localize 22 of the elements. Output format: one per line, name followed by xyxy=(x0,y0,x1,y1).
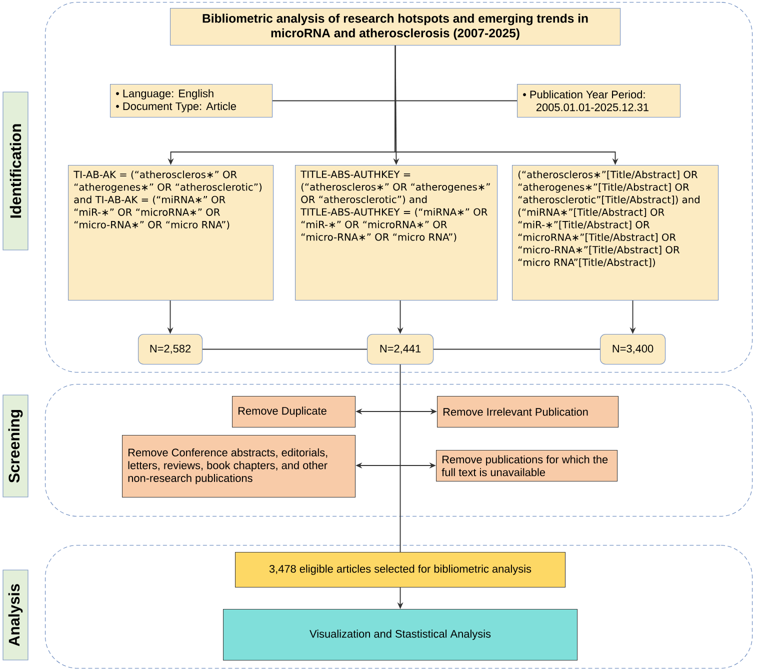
search-query-box: TITLE-ABS-AUTHKEY = (“atheroscleros∗” OR “atherogenes∗” OR “atherosclerotic”) and TITLE-ABS-AUTHKEY = (“miRNA∗” OR “miR-∗” OR “microRNA∗” OR “micro-RNA∗” OR “micro RNA”) xyxy=(295,165,498,301)
search-query-box: (“atheroscleros∗”[Title/Abstract] OR “atherogenes∗”[Title/Abstract] OR “atherosclerotic”[Title/Abstract]) and (“miRNA∗”[Title/Abstract] OR “miR-∗”[Title/Abstract] OR “microRNA∗”[Title/Abstract] OR “micro-RNA∗”[Title/Abstract] OR “micro RNA”[Title/Abstract]) xyxy=(512,165,719,301)
analysis-box: Visualization and Stastistical Analysis xyxy=(223,609,578,661)
search-query-box: TI-AB-AK = (“atheroscleros∗” OR “atherogenes∗” OR “atherosclerotic”) and TI-AB-AK = (“miRNA∗” OR “miR-∗” OR “microRNA∗” OR “micro-RNA∗” OR “micro RNA”) xyxy=(68,165,274,301)
result-box: 3,478 eligible articles selected for bibliometric analysis xyxy=(235,552,566,588)
exclusion-box: Remove Irrelevant Publication xyxy=(437,396,619,428)
count-box: N=2,441 xyxy=(367,334,434,365)
criteria-box: • Language: English • Document Type: Article xyxy=(110,84,273,118)
count-box: N=3,400 xyxy=(600,334,666,365)
count-box: N=2,582 xyxy=(138,334,203,365)
criteria-box: • Publication Year Period: 2005.01.01-2025.12.31 xyxy=(517,84,681,118)
exclusion-box: Remove Conference abstracts, editorials, letters, reviews, book chapters, and other non-research publications xyxy=(122,435,356,498)
stage-tag: Identification xyxy=(2,92,28,250)
title-box: Bibliometric analysis of research hotspots and emerging trends in microRNA and atherosclerosis (2007-2025) xyxy=(170,8,621,46)
connector-line xyxy=(202,348,368,350)
exclusion-box: Remove Duplicate xyxy=(232,396,356,428)
connector-line xyxy=(433,348,600,350)
connector-line xyxy=(272,100,518,102)
stage-tag: Analysis xyxy=(2,570,28,660)
stage-tag: Screening xyxy=(2,394,28,498)
connector-line xyxy=(400,364,401,552)
exclusion-box: Remove publications for which the full text is unavailable xyxy=(436,450,618,482)
